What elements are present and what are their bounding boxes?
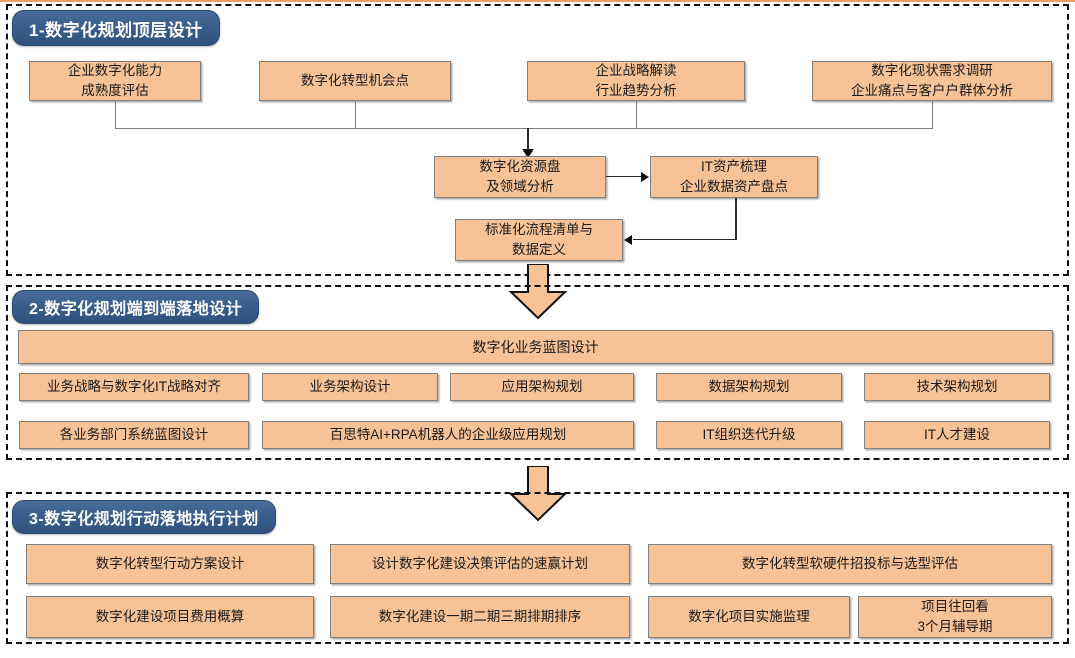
box-line-1: 项目往回看: [921, 599, 989, 615]
box-label: 各业务部门系统蓝图设计: [59, 427, 209, 443]
box-business-architecture-design[interactable]: 业务架构设计: [262, 373, 438, 401]
box-line-1: 数字化资源盘: [479, 159, 561, 175]
box-line-2: 及领域分析: [486, 179, 554, 194]
box-enterprise-strategy-interpretation[interactable]: 企业战略解读 行业趋势分析: [527, 61, 745, 101]
connector-it-left: [633, 239, 736, 240]
box-bestseller-ai-rpa-enterprise-application-planning[interactable]: 百思特AI+RPA机器人的企业级应用规划: [262, 421, 634, 449]
section-3-frame: [6, 492, 1069, 644]
box-label: IT组织迭代升级: [702, 427, 796, 443]
box-label: 数字化转型行动方案设计: [95, 556, 245, 572]
box-enterprise-digital-capability-maturity[interactable]: 企业数字化能力 成熟度评估: [29, 61, 201, 101]
box-standard-process-list-data-definition[interactable]: 标准化流程清单与 数据定义: [455, 219, 623, 261]
box-line-1: 企业数字化能力: [67, 63, 163, 79]
box-it-asset-inventory[interactable]: IT资产梳理 企业数据资产盘点: [650, 156, 818, 198]
box-label: 数据架构规划: [708, 379, 790, 395]
connector-drop-1: [115, 101, 116, 128]
box-label: IT人才建设: [924, 427, 990, 443]
connector-drop-3: [636, 101, 637, 128]
box-label: 业务战略与数字化IT战略对齐: [47, 379, 221, 395]
section-3-header: 3-数字化规划行动落地执行计划: [12, 500, 276, 534]
box-business-strategy-it-alignment[interactable]: 业务战略与数字化IT战略对齐: [19, 373, 249, 401]
top-accent-rule: [0, 0, 1075, 2]
box-line-1: 企业战略解读: [595, 63, 677, 79]
section-1-header: 1-数字化规划顶层设计: [12, 10, 220, 46]
box-application-architecture-planning[interactable]: 应用架构规划: [450, 373, 634, 401]
box-software-hardware-bidding-selection-evaluation[interactable]: 数字化转型软硬件招投标与选型评估: [648, 544, 1052, 584]
box-line-2: 成熟度评估: [81, 83, 149, 98]
box-it-talent-development[interactable]: IT人才建设: [864, 421, 1050, 449]
connector-to-resource-box: [527, 128, 529, 151]
box-project-implementation-supervision[interactable]: 数字化项目实施监理: [648, 596, 850, 638]
box-line-1: 数字化转型机会点: [301, 73, 409, 89]
box-technical-architecture-planning[interactable]: 技术架构规划: [864, 373, 1050, 401]
box-line-1: 数字化现状需求调研: [871, 63, 993, 79]
connector-drop-2: [355, 101, 356, 128]
box-line-1: 数字化建设项目费用概算: [95, 609, 245, 625]
section1-to-section2-arrow: [507, 264, 569, 320]
box-digital-resource-inventory[interactable]: 数字化资源盘 及领域分析: [434, 156, 606, 198]
box-label: 数字化转型软硬件招投标与选型评估: [742, 556, 958, 572]
box-label: 百思特AI+RPA机器人的企业级应用规划: [329, 427, 567, 443]
box-line-2: 行业趋势分析: [595, 83, 677, 98]
box-line-2: 企业数据资产盘点: [680, 179, 788, 194]
banner-label: 数字化业务蓝图设计: [472, 338, 599, 355]
box-label: 业务架构设计: [309, 379, 391, 395]
box-project-retrospective-three-month-coaching[interactable]: 项目往回看 3个月辅导期: [858, 596, 1052, 638]
box-line-2: 3个月辅导期: [917, 619, 993, 634]
arrowhead-down-resource: [522, 149, 534, 158]
box-line-2: 企业痛点与客户户群体分析: [851, 83, 1013, 98]
box-label: 技术架构规划: [916, 379, 998, 395]
connector-it-down: [735, 198, 737, 240]
box-digital-transformation-opportunities[interactable]: 数字化转型机会点: [259, 61, 451, 101]
bottom-caption: [0, 650, 1075, 658]
box-quick-win-plan-for-decision-evaluation[interactable]: 设计数字化建设决策评估的速赢计划: [330, 544, 630, 584]
connector-resource-to-it: [606, 176, 642, 177]
box-digital-status-demand-research[interactable]: 数字化现状需求调研 企业痛点与客户户群体分析: [812, 61, 1052, 101]
box-digital-business-blueprint-banner[interactable]: 数字化业务蓝图设计: [18, 330, 1053, 364]
arrowhead-left-standards: [624, 235, 632, 245]
connector-drop-4: [932, 101, 933, 128]
box-line-1: 数字化建设一期二期三期排期排序: [378, 609, 582, 625]
box-transformation-action-plan-design[interactable]: 数字化转型行动方案设计: [26, 544, 314, 584]
box-line-1: IT资产梳理: [701, 159, 767, 175]
box-department-system-blueprint-design[interactable]: 各业务部门系统蓝图设计: [19, 421, 249, 449]
connector-bus: [115, 128, 933, 129]
box-project-cost-estimation[interactable]: 数字化建设项目费用概算: [26, 596, 314, 638]
section-2-header: 2-数字化规划端到端落地设计: [12, 290, 260, 324]
box-it-organization-iterative-upgrade[interactable]: IT组织迭代升级: [656, 421, 842, 449]
box-data-architecture-planning[interactable]: 数据架构规划: [656, 373, 842, 401]
box-label: 应用架构规划: [501, 379, 583, 395]
section-2-frame: [6, 285, 1069, 460]
box-phase-scheduling-sequence[interactable]: 数字化建设一期二期三期排期排序: [330, 596, 630, 638]
box-line-1: 标准化流程清单与: [485, 222, 593, 238]
box-line-2: 数据定义: [512, 242, 566, 257]
box-label: 设计数字化建设决策评估的速赢计划: [372, 556, 588, 572]
box-line-1: 数字化项目实施监理: [688, 609, 810, 625]
arrowhead-right-it-asset: [641, 172, 649, 182]
